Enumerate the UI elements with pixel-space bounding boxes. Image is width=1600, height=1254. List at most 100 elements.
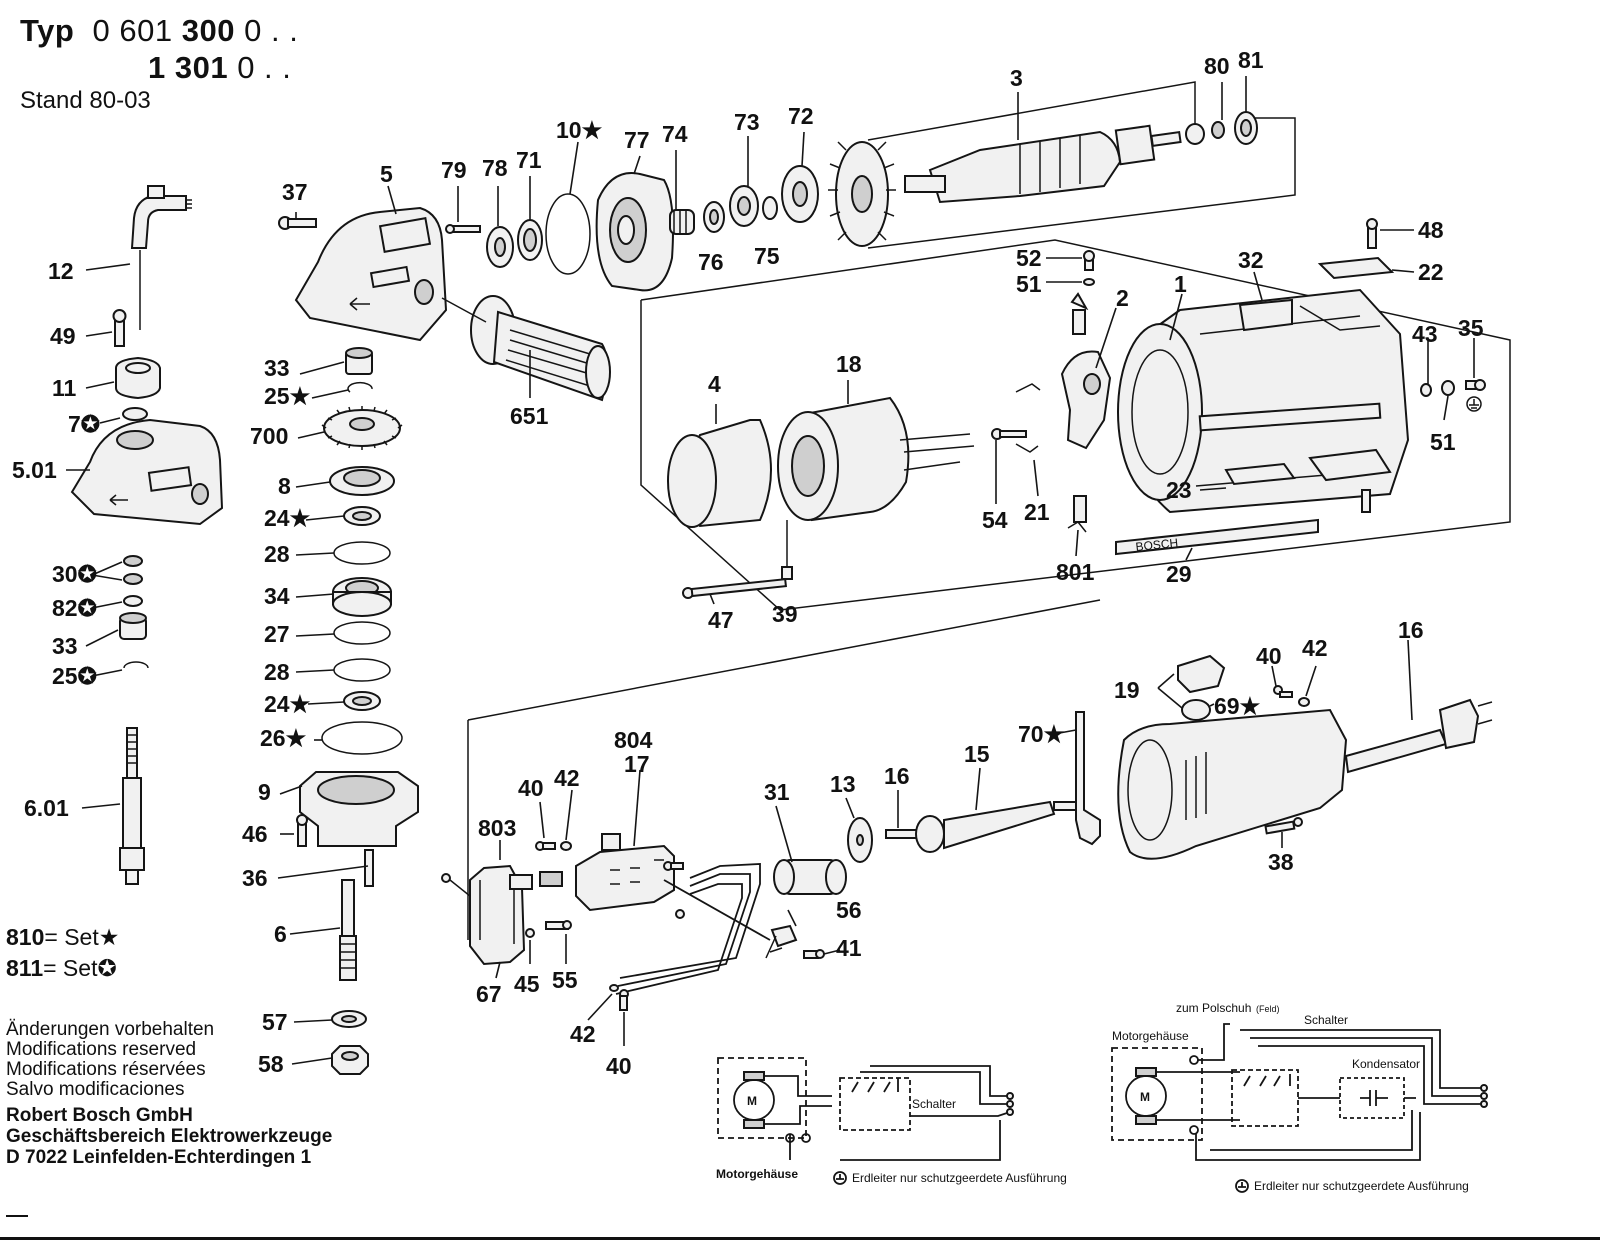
set-number: 811 bbox=[6, 955, 44, 981]
part-75-washer bbox=[762, 196, 778, 220]
part-19-switch-knob bbox=[1177, 654, 1226, 721]
part-37-screw bbox=[278, 216, 317, 230]
callout-28-upper: 28 bbox=[264, 541, 290, 567]
note-fr: Modifications réservées bbox=[6, 1059, 206, 1080]
part-42-40-lower-screws bbox=[609, 984, 629, 1011]
part-13-disc bbox=[847, 817, 873, 863]
callout-13: 13 bbox=[830, 771, 856, 797]
set-number: 810 bbox=[6, 924, 45, 950]
callout-52: 52 bbox=[1016, 245, 1042, 271]
callout-19: 19 bbox=[1114, 677, 1140, 703]
part-40-42-handle-screws bbox=[1273, 685, 1310, 707]
bottom-rule bbox=[0, 1237, 1600, 1240]
part-5-gear-housing bbox=[294, 206, 448, 342]
callout-78: 78 bbox=[482, 155, 508, 181]
model-1-suffix: 0 . . bbox=[244, 13, 299, 48]
callout-79: 79 bbox=[441, 157, 467, 183]
group-boundaries bbox=[467, 81, 1511, 940]
callout-75: 75 bbox=[754, 243, 780, 269]
part-78-washer bbox=[486, 226, 514, 268]
callout-72: 72 bbox=[788, 103, 814, 129]
callout-11: 11 bbox=[52, 375, 77, 401]
part-49-screw bbox=[112, 309, 127, 347]
set-811: 811= Set✪ bbox=[6, 953, 119, 984]
pole-note-small: (Feld) bbox=[1256, 1004, 1280, 1014]
part-41-screw bbox=[803, 949, 825, 959]
callout-73: 73 bbox=[734, 109, 760, 135]
callout-12: 12 bbox=[48, 258, 74, 284]
part-33-bearing bbox=[345, 347, 373, 375]
part-brush-carbon-small bbox=[509, 871, 563, 890]
motor-symbol: M bbox=[747, 1094, 757, 1108]
part-32-label bbox=[1238, 298, 1293, 332]
callout-27: 27 bbox=[264, 621, 290, 647]
model-line-1: Typ 0 601 300 0 . . bbox=[20, 12, 298, 49]
callout-57: 57 bbox=[262, 1009, 288, 1035]
part-29-name-plate: BOSCH bbox=[1115, 518, 1319, 556]
callout-76: 76 bbox=[698, 249, 724, 275]
callout-2: 2 bbox=[1116, 285, 1129, 311]
callout-7: 7✪ bbox=[68, 411, 101, 437]
callout-43: 43 bbox=[1412, 321, 1438, 347]
callout-47: 47 bbox=[708, 607, 734, 633]
part-47-long-screw bbox=[682, 578, 788, 599]
earth-note-right: Erdleiter nur schutzgeerdete Ausführung bbox=[1254, 1179, 1469, 1193]
company-address: Robert Bosch GmbH Geschäftsbereich Elekt… bbox=[6, 1105, 332, 1168]
part-7-washer bbox=[122, 407, 148, 421]
company-city: D 7022 Leinfelden-Echterdingen 1 bbox=[6, 1147, 312, 1168]
callout-6: 6 bbox=[274, 921, 287, 947]
part-6.01-spindle bbox=[119, 727, 145, 885]
motor-symbol-right: M bbox=[1140, 1090, 1150, 1104]
callout-3: 3 bbox=[1010, 65, 1023, 91]
part-72-bearing-cover bbox=[781, 165, 819, 223]
callout-4: 4 bbox=[708, 371, 721, 397]
part-2-brush-holder bbox=[1015, 292, 1112, 453]
modification-notes: Änderungen vorbehalten Modifications res… bbox=[6, 1020, 214, 1100]
earth-note: Erdleiter nur schutzgeerdete Ausführung bbox=[852, 1171, 1067, 1185]
part-77-bearing-plate bbox=[595, 172, 674, 292]
callouts: 12 49 11 7✪ 5.01 30✪ 82✪ 33 25✪ 6.01 37 … bbox=[12, 47, 1484, 1079]
callout-6.01: 6.01 bbox=[24, 795, 69, 821]
motor-housing-label-top: Motorgehäuse bbox=[1112, 1029, 1189, 1043]
wiring-diagram-right: zum Polschuh (Feld) Motorgehäuse Schalte… bbox=[1111, 1001, 1488, 1193]
callout-37: 37 bbox=[282, 179, 308, 205]
switch-label-right: Schalter bbox=[1304, 1013, 1348, 1027]
callout-40-lower: 40 bbox=[606, 1053, 632, 1079]
callout-38: 38 bbox=[1268, 849, 1294, 875]
callout-40: 40 bbox=[1256, 643, 1282, 669]
callout-51-right: 51 bbox=[1430, 429, 1456, 455]
callout-34: 34 bbox=[264, 583, 290, 609]
part-54-screw bbox=[991, 428, 1027, 440]
part-18-field-stator bbox=[777, 396, 975, 522]
callout-42-switch: 42 bbox=[554, 765, 580, 791]
callout-39: 39 bbox=[772, 601, 798, 627]
callout-74: 74 bbox=[662, 121, 688, 147]
armature-group-line-bottom bbox=[867, 117, 1296, 249]
part-6-spindle bbox=[339, 879, 357, 981]
callout-16: 16 bbox=[1398, 617, 1424, 643]
part-70-contact-strip bbox=[1075, 711, 1101, 846]
stand-date: Stand 80-03 bbox=[20, 87, 151, 114]
part-28-seal-lower bbox=[333, 658, 391, 682]
part-48-screw bbox=[1366, 218, 1378, 249]
callout-1: 1 bbox=[1174, 271, 1187, 297]
part-55-screw bbox=[525, 920, 572, 938]
part-15-cable-sleeve bbox=[943, 800, 1077, 850]
part-31-capacitor bbox=[773, 859, 847, 895]
circle-star-icon: ✪ bbox=[97, 955, 117, 981]
part-700-bevel-gear bbox=[321, 406, 403, 450]
part-3-armature bbox=[828, 124, 1182, 247]
callout-82: 82✪ bbox=[52, 595, 98, 621]
callout-67: 67 bbox=[476, 981, 502, 1007]
model-2-suffix: 0 . . bbox=[237, 50, 292, 85]
callout-5.01: 5.01 bbox=[12, 457, 57, 483]
callout-36: 36 bbox=[242, 865, 268, 891]
callout-21: 21 bbox=[1024, 499, 1050, 525]
part-80-washer bbox=[1185, 121, 1225, 145]
callout-81: 81 bbox=[1238, 47, 1264, 73]
part-56-clip bbox=[765, 924, 798, 959]
callout-33-left: 33 bbox=[52, 633, 78, 659]
callout-804: 804 bbox=[614, 727, 653, 753]
part-40-42-screws-switch bbox=[535, 841, 685, 919]
callout-80: 80 bbox=[1204, 53, 1230, 79]
